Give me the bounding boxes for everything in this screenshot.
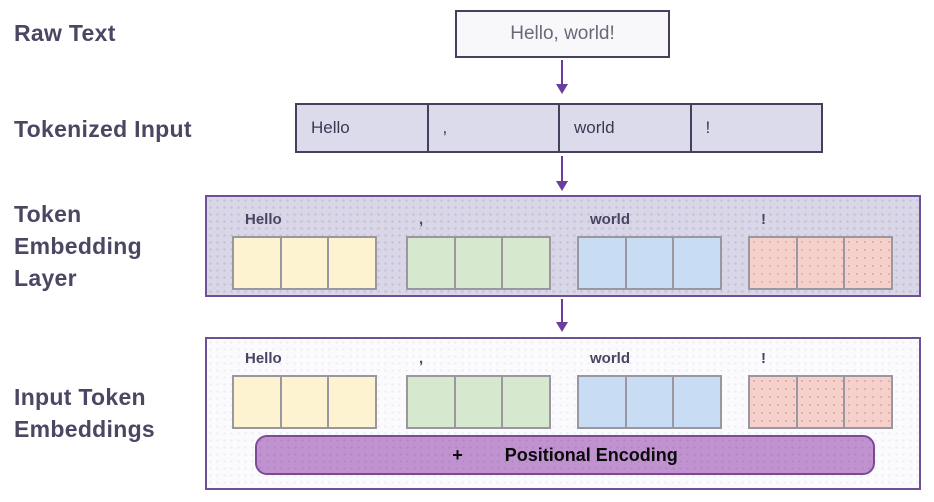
label-tokenized-input: Tokenized Input bbox=[14, 116, 192, 142]
embedding-cell bbox=[750, 238, 796, 288]
embedding-group-label: Hello bbox=[245, 350, 282, 367]
embedding-cell bbox=[672, 377, 721, 427]
embedding-vector bbox=[406, 375, 551, 429]
embedding-group-label: ! bbox=[761, 350, 766, 367]
embedding-cell bbox=[327, 238, 376, 288]
embedding-cell bbox=[408, 377, 454, 427]
token-cell: Hello bbox=[311, 118, 350, 137]
embedding-cell bbox=[624, 377, 673, 427]
embedding-group-hello: Hello bbox=[232, 350, 377, 429]
embedding-group-label: , bbox=[419, 350, 424, 367]
embedding-vector bbox=[232, 375, 377, 429]
embedding-vector bbox=[406, 236, 551, 290]
embedding-cell bbox=[843, 238, 892, 288]
embedding-cell bbox=[327, 377, 376, 427]
positional-encoding-bar: + Positional Encoding bbox=[255, 435, 875, 475]
embedding-vector bbox=[577, 236, 722, 290]
embedding-cell bbox=[795, 377, 844, 427]
embedding-cell bbox=[234, 238, 280, 288]
embedding-vector bbox=[748, 236, 893, 290]
embedding-cell bbox=[843, 377, 892, 427]
embedding-group-label: ! bbox=[761, 211, 766, 228]
embedding-vector bbox=[748, 375, 893, 429]
embedding-group-world: world bbox=[577, 211, 722, 290]
embedding-group-label: world bbox=[590, 211, 630, 228]
embedding-cell bbox=[672, 238, 721, 288]
embedding-group-label: , bbox=[419, 211, 424, 228]
token-cell: world bbox=[558, 105, 690, 151]
token-cell: , bbox=[426, 105, 559, 151]
raw-text-value: Hello, world! bbox=[510, 23, 615, 44]
embedding-group-label: Hello bbox=[245, 211, 282, 228]
positional-encoding-label: Positional Encoding bbox=[504, 444, 678, 465]
token-cell: ! bbox=[689, 105, 822, 151]
embedding-cell bbox=[408, 238, 454, 288]
input-token-embeddings-box: Hello , world ! bbox=[205, 337, 921, 490]
label-raw-text: Raw Text bbox=[14, 20, 116, 46]
raw-text-box: Hello, world! bbox=[455, 10, 670, 58]
embedding-cell bbox=[624, 238, 673, 288]
arrow-down-icon bbox=[561, 60, 563, 84]
arrow-down-icon bbox=[561, 156, 563, 181]
embedding-cell bbox=[579, 377, 625, 427]
label-input-token-embeddings: Input Token Embeddings bbox=[14, 384, 156, 442]
embedding-cell bbox=[453, 238, 502, 288]
arrow-down-icon bbox=[561, 299, 563, 322]
embedding-cell bbox=[795, 238, 844, 288]
embedding-group-label: world bbox=[590, 350, 630, 367]
embedding-cell bbox=[279, 238, 328, 288]
tokenized-input-row: Hello , world ! bbox=[295, 103, 823, 153]
embedding-group-exclaim: ! bbox=[748, 350, 893, 429]
label-token-embedding-layer: Token Embedding Layer bbox=[14, 201, 142, 291]
embedding-group-world: world bbox=[577, 350, 722, 429]
embedding-cell bbox=[750, 377, 796, 427]
embedding-cell bbox=[279, 377, 328, 427]
plus-sign: + bbox=[452, 444, 463, 465]
embedding-group-comma: , bbox=[406, 350, 551, 429]
embedding-cell bbox=[501, 238, 550, 288]
embedding-cell bbox=[453, 377, 502, 427]
embedding-group-exclaim: ! bbox=[748, 211, 893, 290]
embedding-cell bbox=[579, 238, 625, 288]
embedding-group-comma: , bbox=[406, 211, 551, 290]
token-embedding-layer-box: Hello , world ! bbox=[205, 195, 921, 297]
embedding-vector bbox=[577, 375, 722, 429]
embedding-group-hello: Hello bbox=[232, 211, 377, 290]
embedding-cell bbox=[234, 377, 280, 427]
embedding-cell bbox=[501, 377, 550, 427]
embedding-vector bbox=[232, 236, 377, 290]
